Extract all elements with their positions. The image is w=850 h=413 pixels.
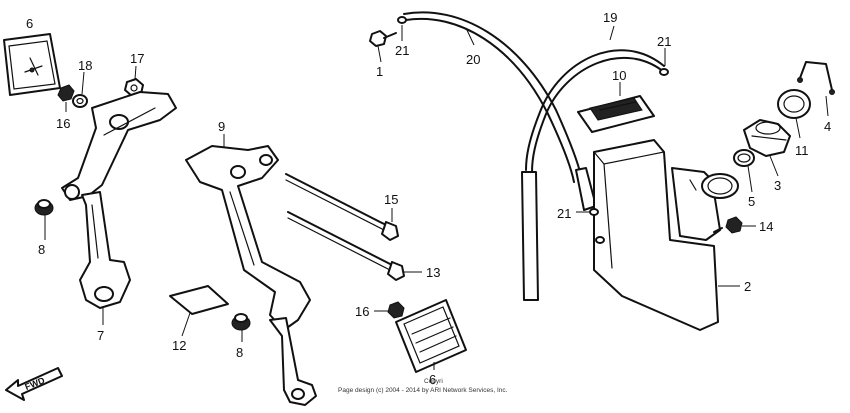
part-8-grommet-middle [231,313,251,331]
copyright-text: Page design (c) 2004 - 2014 by ARI Netwo… [338,387,508,394]
part-11-ring [777,89,811,119]
part-3-oil-cap [743,119,791,157]
callout-6-top: 6 [26,16,33,31]
fwd-label: FWD [23,375,46,392]
part-14-bolt [713,216,743,234]
callout-17: 17 [130,51,144,66]
part-5-gasket [733,149,755,167]
callout-13: 13 [426,265,440,280]
callout-21-lower: 21 [557,206,571,221]
callout-3: 3 [774,178,781,193]
part-18-washer [72,94,88,108]
part-6-reflector-bottom [395,299,467,373]
part-21-clip-lower [589,208,599,216]
callout-9: 9 [218,119,225,134]
callout-6-bottom: 6 [429,372,436,387]
callout-21-top: 21 [395,43,409,58]
part-10-filter [577,95,655,133]
part-7-bracket [61,91,177,309]
callout-20: 20 [466,52,480,67]
part-13-bolt [287,211,405,281]
callout-19: 19 [603,10,617,25]
part-6-reflector-plate [3,33,61,96]
callout-8-left: 8 [38,242,45,257]
callout-12: 12 [172,338,186,353]
part-2-oil-tank [592,139,739,331]
callout-16-bottom: 16 [355,304,369,319]
part-15-bolt [285,173,399,241]
watermark-text: Copyri [424,378,443,385]
part-8-grommet-left [34,199,54,216]
part-20-breather-hose [403,11,583,183]
part-16-nut-top [57,84,75,102]
callout-8-middle: 8 [236,345,243,360]
part-21-clip-top [397,16,407,24]
callout-7: 7 [97,328,104,343]
callout-21-right: 21 [657,34,671,49]
callout-18: 18 [78,58,92,73]
part-16-nut-bottom [387,301,405,319]
callout-16-top: 16 [56,116,70,131]
part-21-clip-right [659,68,669,76]
part-9-bracket [185,145,317,406]
callout-15: 15 [384,192,398,207]
part-19-drain-hose [521,49,665,301]
callout-10: 10 [612,68,626,83]
callout-4: 4 [824,119,831,134]
callout-14: 14 [759,219,773,234]
fwd-arrow-icon [5,367,63,401]
part-1-bolt [369,30,397,47]
callout-11: 11 [795,143,809,158]
part-12-label-sticker [169,285,229,315]
callout-1: 1 [376,64,383,79]
callout-2: 2 [744,279,751,294]
part-4-wire-clip [797,61,835,95]
callout-5: 5 [748,194,755,209]
